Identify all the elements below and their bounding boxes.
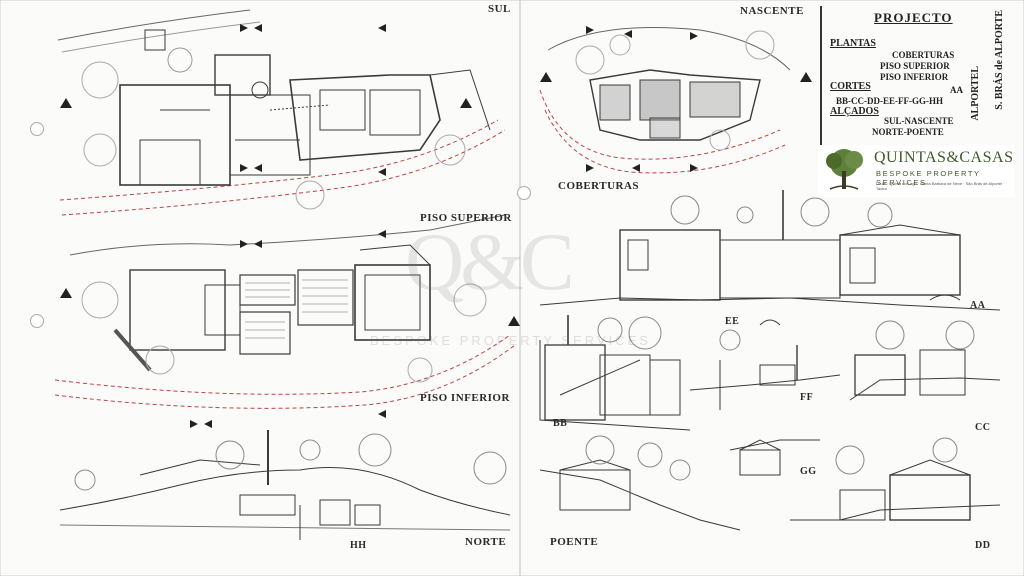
- section-aa: [539, 190, 1001, 326]
- punch-hole: [517, 186, 531, 200]
- title-projecto: PROJECTO: [874, 10, 953, 25]
- watermark-text: BESPOKE PROPERTY SERVICES: [370, 333, 651, 348]
- watermark-mark: Q&C: [405, 216, 575, 307]
- section-bb: [539, 315, 691, 431]
- label-piso-inferior: PISO INFERIOR: [420, 392, 510, 404]
- label-sul: SUL: [488, 3, 511, 15]
- olive-tree-icon: [826, 149, 863, 190]
- label-ee: EE: [725, 316, 740, 327]
- label-poente: POENTE: [550, 536, 599, 548]
- label-hh: HH: [350, 540, 367, 551]
- vertical-location-1: ALPORTEL: [970, 66, 981, 121]
- section-cc: [849, 320, 1001, 401]
- title-block: PROJECTO PLANTAS COBERTURAS PISO SUPERIO…: [820, 6, 1010, 196]
- label-piso-superior: PISO SUPERIOR: [420, 212, 512, 224]
- plan-upper-left: [57, 9, 506, 216]
- label-gg: GG: [800, 466, 817, 477]
- vertical-location-2: S. BRÁS de ALPORTE: [994, 10, 1005, 110]
- alcados-item: NORTE-POENTE: [872, 127, 944, 137]
- label-dd: DD: [975, 540, 991, 551]
- cortes-line: AA: [950, 85, 963, 95]
- plantas-item: PISO SUPERIOR: [880, 61, 950, 71]
- heading-cortes: CORTES: [830, 81, 871, 92]
- section-dd: [790, 437, 1001, 521]
- label-nascente: NASCENTE: [740, 5, 804, 17]
- section-markers-lower: [60, 230, 520, 428]
- section-gg: [729, 439, 820, 476]
- plantas-item: COBERTURAS: [892, 50, 955, 60]
- section-ff: [689, 329, 841, 410]
- elevation-poente: [539, 435, 741, 531]
- logo-locations: Loulé · Quinta do Lago · Santa Bárbara d…: [876, 181, 1005, 191]
- section-markers-upper: [60, 24, 472, 176]
- cortes-line: BB-CC-DD-EE-FF-GG-HH: [836, 96, 943, 106]
- plan-lower-left: [54, 214, 516, 409]
- section-markers-roof: [540, 26, 812, 172]
- logo-brand: QUINTAS&CASAS: [874, 149, 1014, 166]
- heading-alcados: ALÇADOS: [830, 106, 879, 117]
- logo-tagline: BESPOKE PROPERTY SERVICES: [876, 169, 981, 187]
- label-coberturas: COBERTURAS: [558, 180, 640, 192]
- elevation-norte: [59, 430, 511, 540]
- quintas-casas-logo: QUINTAS&CASAS BESPOKE PROPERTY SERVICES …: [818, 145, 1014, 197]
- label-norte: NORTE: [465, 536, 507, 548]
- label-cc: CC: [975, 422, 991, 433]
- plan-coberturas: [539, 27, 791, 174]
- punch-hole: [30, 122, 44, 136]
- label-ff: FF: [800, 392, 814, 403]
- label-aa: AA: [970, 300, 986, 311]
- plantas-item: PISO INFERIOR: [880, 72, 949, 82]
- heading-plantas: PLANTAS: [830, 38, 876, 49]
- punch-hole: [30, 314, 44, 328]
- label-bb: BB: [553, 418, 568, 429]
- alcados-item: SUL-NASCENTE: [884, 116, 954, 126]
